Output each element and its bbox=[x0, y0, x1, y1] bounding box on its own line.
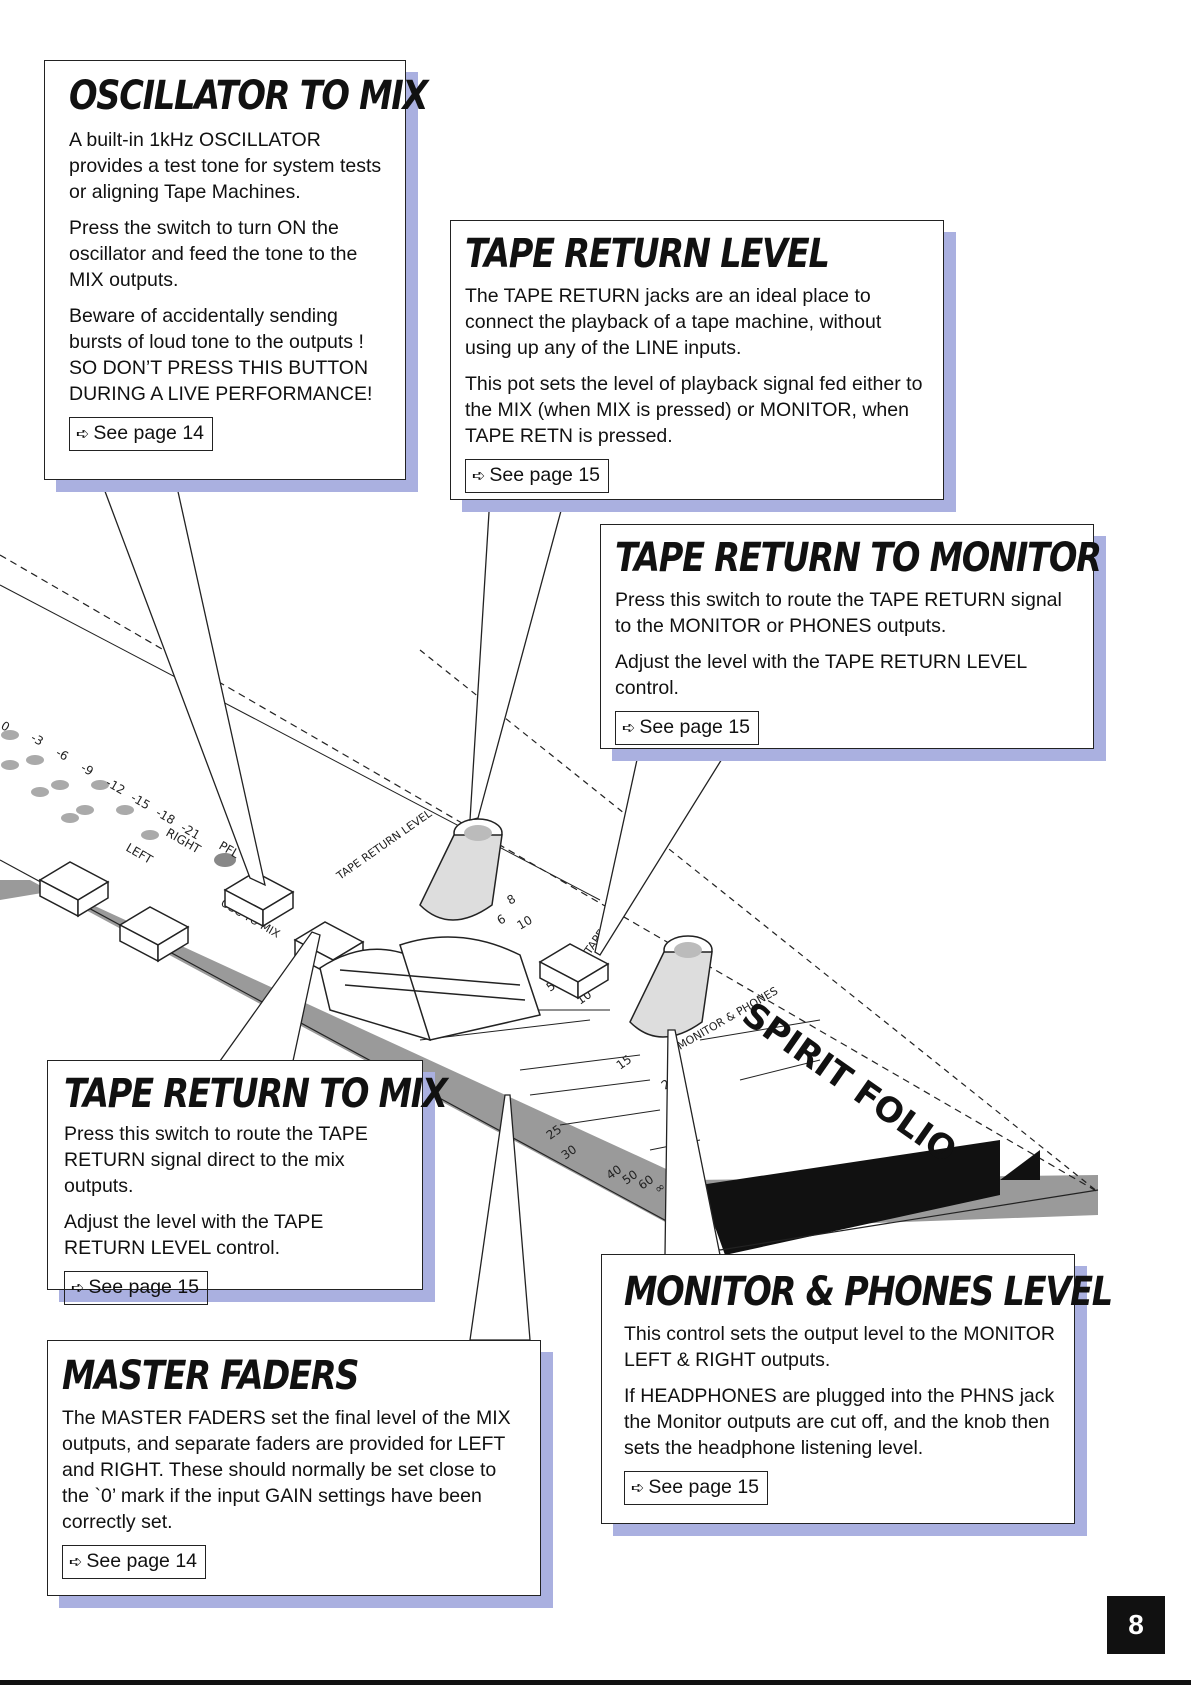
osc-to-mix-switch[interactable] bbox=[223, 871, 295, 928]
callout-text: If HEADPHONES are plugged into the PHNS … bbox=[624, 1385, 1055, 1459]
console-edge-front-right bbox=[719, 1189, 1099, 1251]
callout-text: Adjust the level with the TAPE RETURN LE… bbox=[615, 651, 1027, 699]
master-faders[interactable] bbox=[319, 936, 541, 1042]
link-label: See page 15 bbox=[648, 1476, 760, 1498]
arrow-right-icon: ➪ bbox=[631, 1480, 645, 1497]
callout-pointers bbox=[99, 477, 732, 1341]
callout-title: MASTER FADERS bbox=[62, 1353, 360, 1399]
channel-switch[interactable] bbox=[118, 906, 190, 963]
arrow-right-icon: ➪ bbox=[472, 468, 486, 485]
see-page-15-link[interactable]: ➪See page 15 bbox=[624, 1471, 769, 1505]
see-page-15-link[interactable]: ➪See page 15 bbox=[465, 459, 610, 493]
tape-return-to-monitor-callout: TAPE RETURN TO MONITOR Press this switch… bbox=[600, 524, 1102, 749]
meter-tick-label: -6 bbox=[54, 745, 71, 763]
callout-text: The MASTER FADERS set the final level of… bbox=[62, 1407, 511, 1533]
bottom-rule bbox=[0, 1680, 1191, 1685]
console-edge-top bbox=[0, 554, 1099, 1193]
callout-text: Adjust the level with the TAPE RETURN LE… bbox=[64, 1211, 324, 1259]
callout-title: TAPE RETURN TO MONITOR bbox=[615, 535, 1102, 581]
arrow-right-icon: ➪ bbox=[69, 1554, 83, 1571]
console-switches bbox=[38, 861, 610, 1000]
callout-text: This pot sets the level of playback sign… bbox=[465, 373, 923, 447]
tape-return-level-label: TAPE RETURN LEVEL bbox=[333, 807, 434, 883]
knob-mark: 6 bbox=[495, 912, 509, 928]
link-label: See page 15 bbox=[639, 716, 751, 738]
see-page-15-link[interactable]: ➪See page 15 bbox=[615, 711, 760, 745]
meter-tick-label: -12 bbox=[104, 775, 128, 797]
meter-tick-label: -9 bbox=[79, 760, 96, 778]
callout-text: Press this switch to route the TAPE RETU… bbox=[64, 1123, 368, 1197]
see-page-14-link[interactable]: ➪See page 14 bbox=[62, 1545, 207, 1579]
see-page-14-link[interactable]: ➪See page 14 bbox=[69, 417, 214, 451]
fader-mark: 15 bbox=[614, 1052, 635, 1072]
monitor-phones-level-callout: MONITOR & PHONES LEVEL This control sets… bbox=[601, 1254, 1113, 1524]
meter-tick-label: -3 bbox=[29, 730, 46, 748]
callout-title: TAPE RETURN TO MIX bbox=[64, 1071, 448, 1117]
arrow-right-icon: ➪ bbox=[622, 720, 636, 737]
link-label: See page 15 bbox=[489, 464, 601, 486]
see-page-15-link[interactable]: ➪See page 15 bbox=[64, 1271, 209, 1305]
channel-switch[interactable] bbox=[38, 861, 110, 918]
link-label: See page 15 bbox=[88, 1276, 200, 1298]
logo-mark bbox=[1000, 1150, 1040, 1180]
arrow-right-icon: ➪ bbox=[76, 426, 90, 443]
meter-tick-label: -18 bbox=[154, 805, 178, 827]
meter-left-label: LEFT bbox=[124, 840, 156, 867]
page-number: 8 bbox=[1107, 1596, 1165, 1654]
master-faders-callout: MASTER FADERS The MASTER FADERS set the … bbox=[47, 1340, 541, 1596]
callout-text: The TAPE RETURN jacks are an ideal place… bbox=[465, 285, 882, 359]
arrow-right-icon: ➪ bbox=[71, 1280, 85, 1297]
callout-title: MONITOR & PHONES LEVEL bbox=[624, 1269, 1113, 1315]
tape-return-level-callout: TAPE RETURN LEVEL The TAPE RETURN jacks … bbox=[450, 220, 944, 500]
link-label: See page 14 bbox=[93, 422, 205, 444]
tape-return-to-mix-callout: TAPE RETURN TO MIX Press this switch to … bbox=[47, 1060, 448, 1305]
tape-return-level-knob[interactable] bbox=[419, 818, 503, 921]
callout-title: OSCILLATOR TO MIX bbox=[69, 73, 428, 119]
tape-return-to-monitor-switch[interactable] bbox=[538, 943, 610, 1000]
callout-text: A built-in 1kHz OSCILLATOR provides a te… bbox=[69, 129, 382, 203]
oscillator-to-mix-callout: OSCILLATOR TO MIX A built-in 1kHz OSCILL… bbox=[44, 60, 428, 480]
console-dark-strip bbox=[700, 1140, 1000, 1255]
knob-mark: 10 bbox=[515, 913, 535, 933]
callout-text: Press the switch to turn ON the oscillat… bbox=[69, 217, 358, 291]
callout-text: Press this switch to route the TAPE RETU… bbox=[615, 589, 1062, 637]
console-edge-right bbox=[419, 649, 1099, 1193]
callout-text: Beware of accidentally sending bursts of… bbox=[69, 305, 373, 405]
callout-title: TAPE RETURN LEVEL bbox=[465, 231, 830, 277]
knob-mark: 8 bbox=[505, 892, 519, 908]
monitor-phones-level-knob[interactable] bbox=[629, 935, 713, 1038]
link-label: See page 14 bbox=[86, 1550, 198, 1572]
callout-text: This control sets the output level to th… bbox=[624, 1323, 1055, 1371]
spirit-folio-logo: SPIRIT FOLIO bbox=[735, 995, 964, 1172]
meter-leds bbox=[1, 730, 236, 867]
